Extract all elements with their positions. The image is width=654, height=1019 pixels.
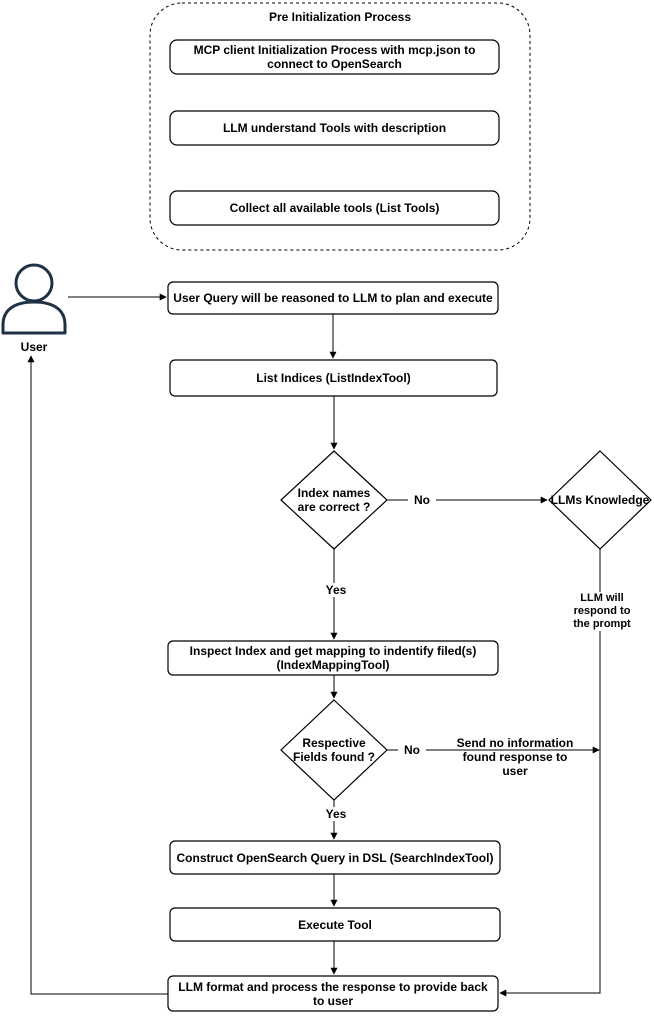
- collect-tools-box: [169, 190, 500, 226]
- collect-tools-label: Collect all available tools (List Tools): [229, 201, 440, 215]
- edge-llm-to-format: [499, 549, 601, 997]
- llm-understand-label: LLM understand Tools with description: [222, 121, 447, 135]
- edge-label-yes-1: Yes: [318, 583, 354, 597]
- pre-init-group: [149, 2, 531, 251]
- format-response-label: LLM format and process the response to p…: [178, 979, 488, 1008]
- edge-label-no-2: No: [398, 743, 426, 757]
- edge-label-send-no-info: Send no information found response to us…: [456, 736, 574, 778]
- user-icon: [1, 263, 67, 335]
- list-indices-label: List Indices (ListIndexTool): [256, 371, 411, 385]
- user-label: User: [20, 340, 48, 354]
- inspect-index-label: Inspect Index and get mapping to indenti…: [189, 644, 477, 672]
- llm-understand-box: [169, 110, 500, 146]
- user-query-label: User Query will be reasoned to LLM to pl…: [173, 291, 493, 305]
- construct-query-box: [169, 840, 501, 875]
- execute-tool-label: Execute Tool: [298, 917, 372, 932]
- construct-query-label: Construct OpenSearch Query in DSL (Searc…: [176, 850, 494, 865]
- index-correct-label: Index names are correct ?: [297, 486, 371, 514]
- execute-tool-box: [169, 907, 501, 942]
- llm-knowledge-label: LLMs Knowledge: [550, 493, 650, 507]
- fields-found-label: Respective Fields found ?: [293, 736, 375, 764]
- edge-format-to-user: [27, 355, 168, 995]
- edge-label-no-1: No: [408, 493, 436, 507]
- inspect-index-box: [167, 640, 499, 676]
- edge-label-llm-respond: LLM will respond to the prompt: [570, 592, 634, 631]
- pre-init-title: Pre Initialization Process: [268, 10, 412, 24]
- mcp-init-label: MCP client Initialization Process with m…: [193, 43, 476, 71]
- mcp-init-box: [169, 39, 500, 75]
- edge-label-yes-2: Yes: [318, 807, 354, 821]
